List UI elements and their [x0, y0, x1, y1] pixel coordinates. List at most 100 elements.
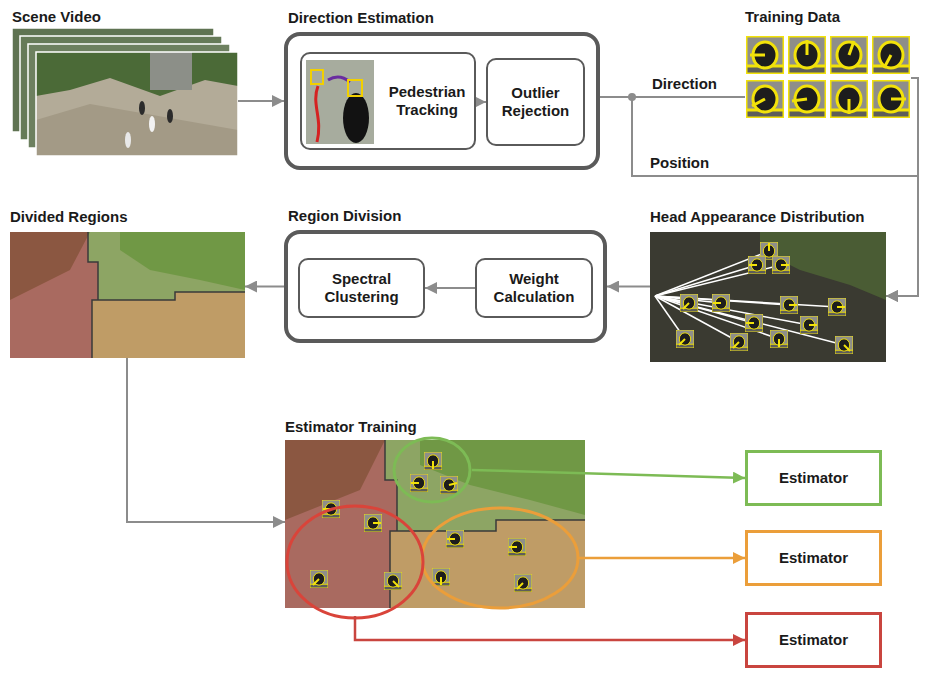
- head-tiles: [676, 242, 853, 354]
- head-tile: [680, 294, 698, 312]
- head-tile: [830, 80, 868, 118]
- head-tile: [788, 36, 826, 74]
- flow-arrow: [355, 616, 745, 640]
- process-group: Pedestrian TrackingOutlier RejectionDire…: [284, 32, 600, 170]
- tracking-thumbnail: [306, 60, 374, 144]
- direction-mark: [679, 339, 685, 345]
- region-ellipse-red: [287, 506, 423, 618]
- head-tile: [410, 474, 428, 492]
- head-tile: [828, 298, 846, 316]
- head-tile: [788, 80, 826, 118]
- head-tile: [446, 530, 464, 548]
- flow-arrow: [578, 557, 745, 560]
- flow-arrow: [600, 97, 918, 296]
- head-tile: [508, 538, 526, 556]
- figure-panel: Divided Regions: [10, 208, 245, 358]
- head-tile: [746, 36, 784, 74]
- direction-mark: [778, 339, 780, 347]
- estimator-box: Estimator: [745, 612, 882, 668]
- direction-mark: [733, 342, 739, 348]
- head-tile: [432, 568, 450, 586]
- region-red: [10, 232, 98, 358]
- pedestrian: [149, 116, 155, 132]
- process-box: Spectral Clustering: [298, 258, 425, 318]
- panel-heading: Divided Regions: [10, 208, 128, 226]
- flow-arrow: [238, 100, 284, 102]
- track-purple: [328, 77, 350, 82]
- head-tile: [835, 336, 853, 354]
- flow-arrow: [472, 470, 745, 478]
- head-tile: [730, 333, 748, 351]
- head-tile: [384, 572, 402, 590]
- head-tile: [772, 256, 790, 274]
- direction-mark: [373, 522, 381, 524]
- training-tiles: [746, 36, 910, 118]
- direction-mark: [440, 577, 442, 585]
- direction-mark: [393, 581, 399, 587]
- direction-mark: [517, 583, 523, 589]
- box-label: Estimator: [773, 549, 854, 567]
- path: [36, 104, 238, 156]
- thumbnail-ground: [306, 60, 374, 144]
- direction-mark: [411, 482, 419, 484]
- head-tile: [770, 330, 788, 348]
- track-box: [311, 70, 323, 84]
- head-tile: [800, 316, 818, 334]
- figure-panel: Scene Video: [12, 8, 238, 156]
- scene-ground: [650, 232, 886, 362]
- direction-mark: [809, 324, 817, 326]
- direction-mark: [781, 264, 789, 266]
- head-tile: [364, 514, 382, 532]
- scene-ground: [10, 232, 245, 358]
- direction-mark: [313, 579, 319, 585]
- direction-mark: [432, 461, 434, 469]
- estimator-box: Estimator: [745, 450, 882, 506]
- head-tile: [745, 314, 763, 332]
- direction-mark: [884, 55, 891, 68]
- distance-line: [655, 265, 757, 296]
- head-tile: [780, 296, 798, 314]
- panel-heading: Head Appearance Distribution: [650, 208, 864, 226]
- group-heading: Region Division: [288, 207, 401, 225]
- region-ellipse-green: [394, 438, 470, 502]
- head-tile: [310, 570, 328, 588]
- head-tile: [514, 574, 532, 592]
- box-label: Estimator: [773, 469, 854, 487]
- region-red: [285, 440, 397, 608]
- flow-arrow: [886, 78, 918, 296]
- pedestrian: [343, 93, 369, 143]
- head-tile: [830, 36, 868, 74]
- region-green: [88, 232, 245, 300]
- video-frames: [12, 28, 238, 156]
- direction-mark: [789, 304, 797, 306]
- process-box: Outlier Rejection: [486, 58, 585, 146]
- process-box: Weight Calculation: [475, 258, 593, 318]
- distance-line: [655, 296, 779, 339]
- direction-mark: [806, 40, 809, 55]
- direction-mark: [746, 322, 754, 324]
- direction-mark: [449, 483, 457, 485]
- process-box: Pedestrian Tracking: [300, 52, 476, 150]
- region-orange: [390, 520, 585, 608]
- head-tile: [424, 452, 442, 470]
- video-frame-border: [36, 52, 238, 156]
- direction-mark: [713, 302, 721, 304]
- panel-heading: Training Data: [745, 8, 840, 26]
- flow-arrow: [607, 286, 650, 288]
- region-ellipse-orange: [422, 508, 578, 608]
- direction-mark: [849, 41, 854, 55]
- region-green: [385, 440, 585, 531]
- edge-label: Direction: [650, 75, 719, 93]
- pedestrian: [125, 132, 131, 148]
- estimator-box: Estimator: [745, 530, 882, 586]
- direction-mark: [509, 546, 517, 548]
- building: [150, 52, 192, 90]
- head-tile: [872, 36, 910, 74]
- distance-line: [655, 251, 769, 296]
- trees: [36, 52, 238, 96]
- box-label: Weight Calculation: [477, 270, 591, 306]
- box-label: Estimator: [773, 631, 854, 649]
- group-heading: Direction Estimation: [288, 9, 434, 27]
- divided-regions-image: [10, 232, 245, 358]
- head-tile: [440, 476, 458, 494]
